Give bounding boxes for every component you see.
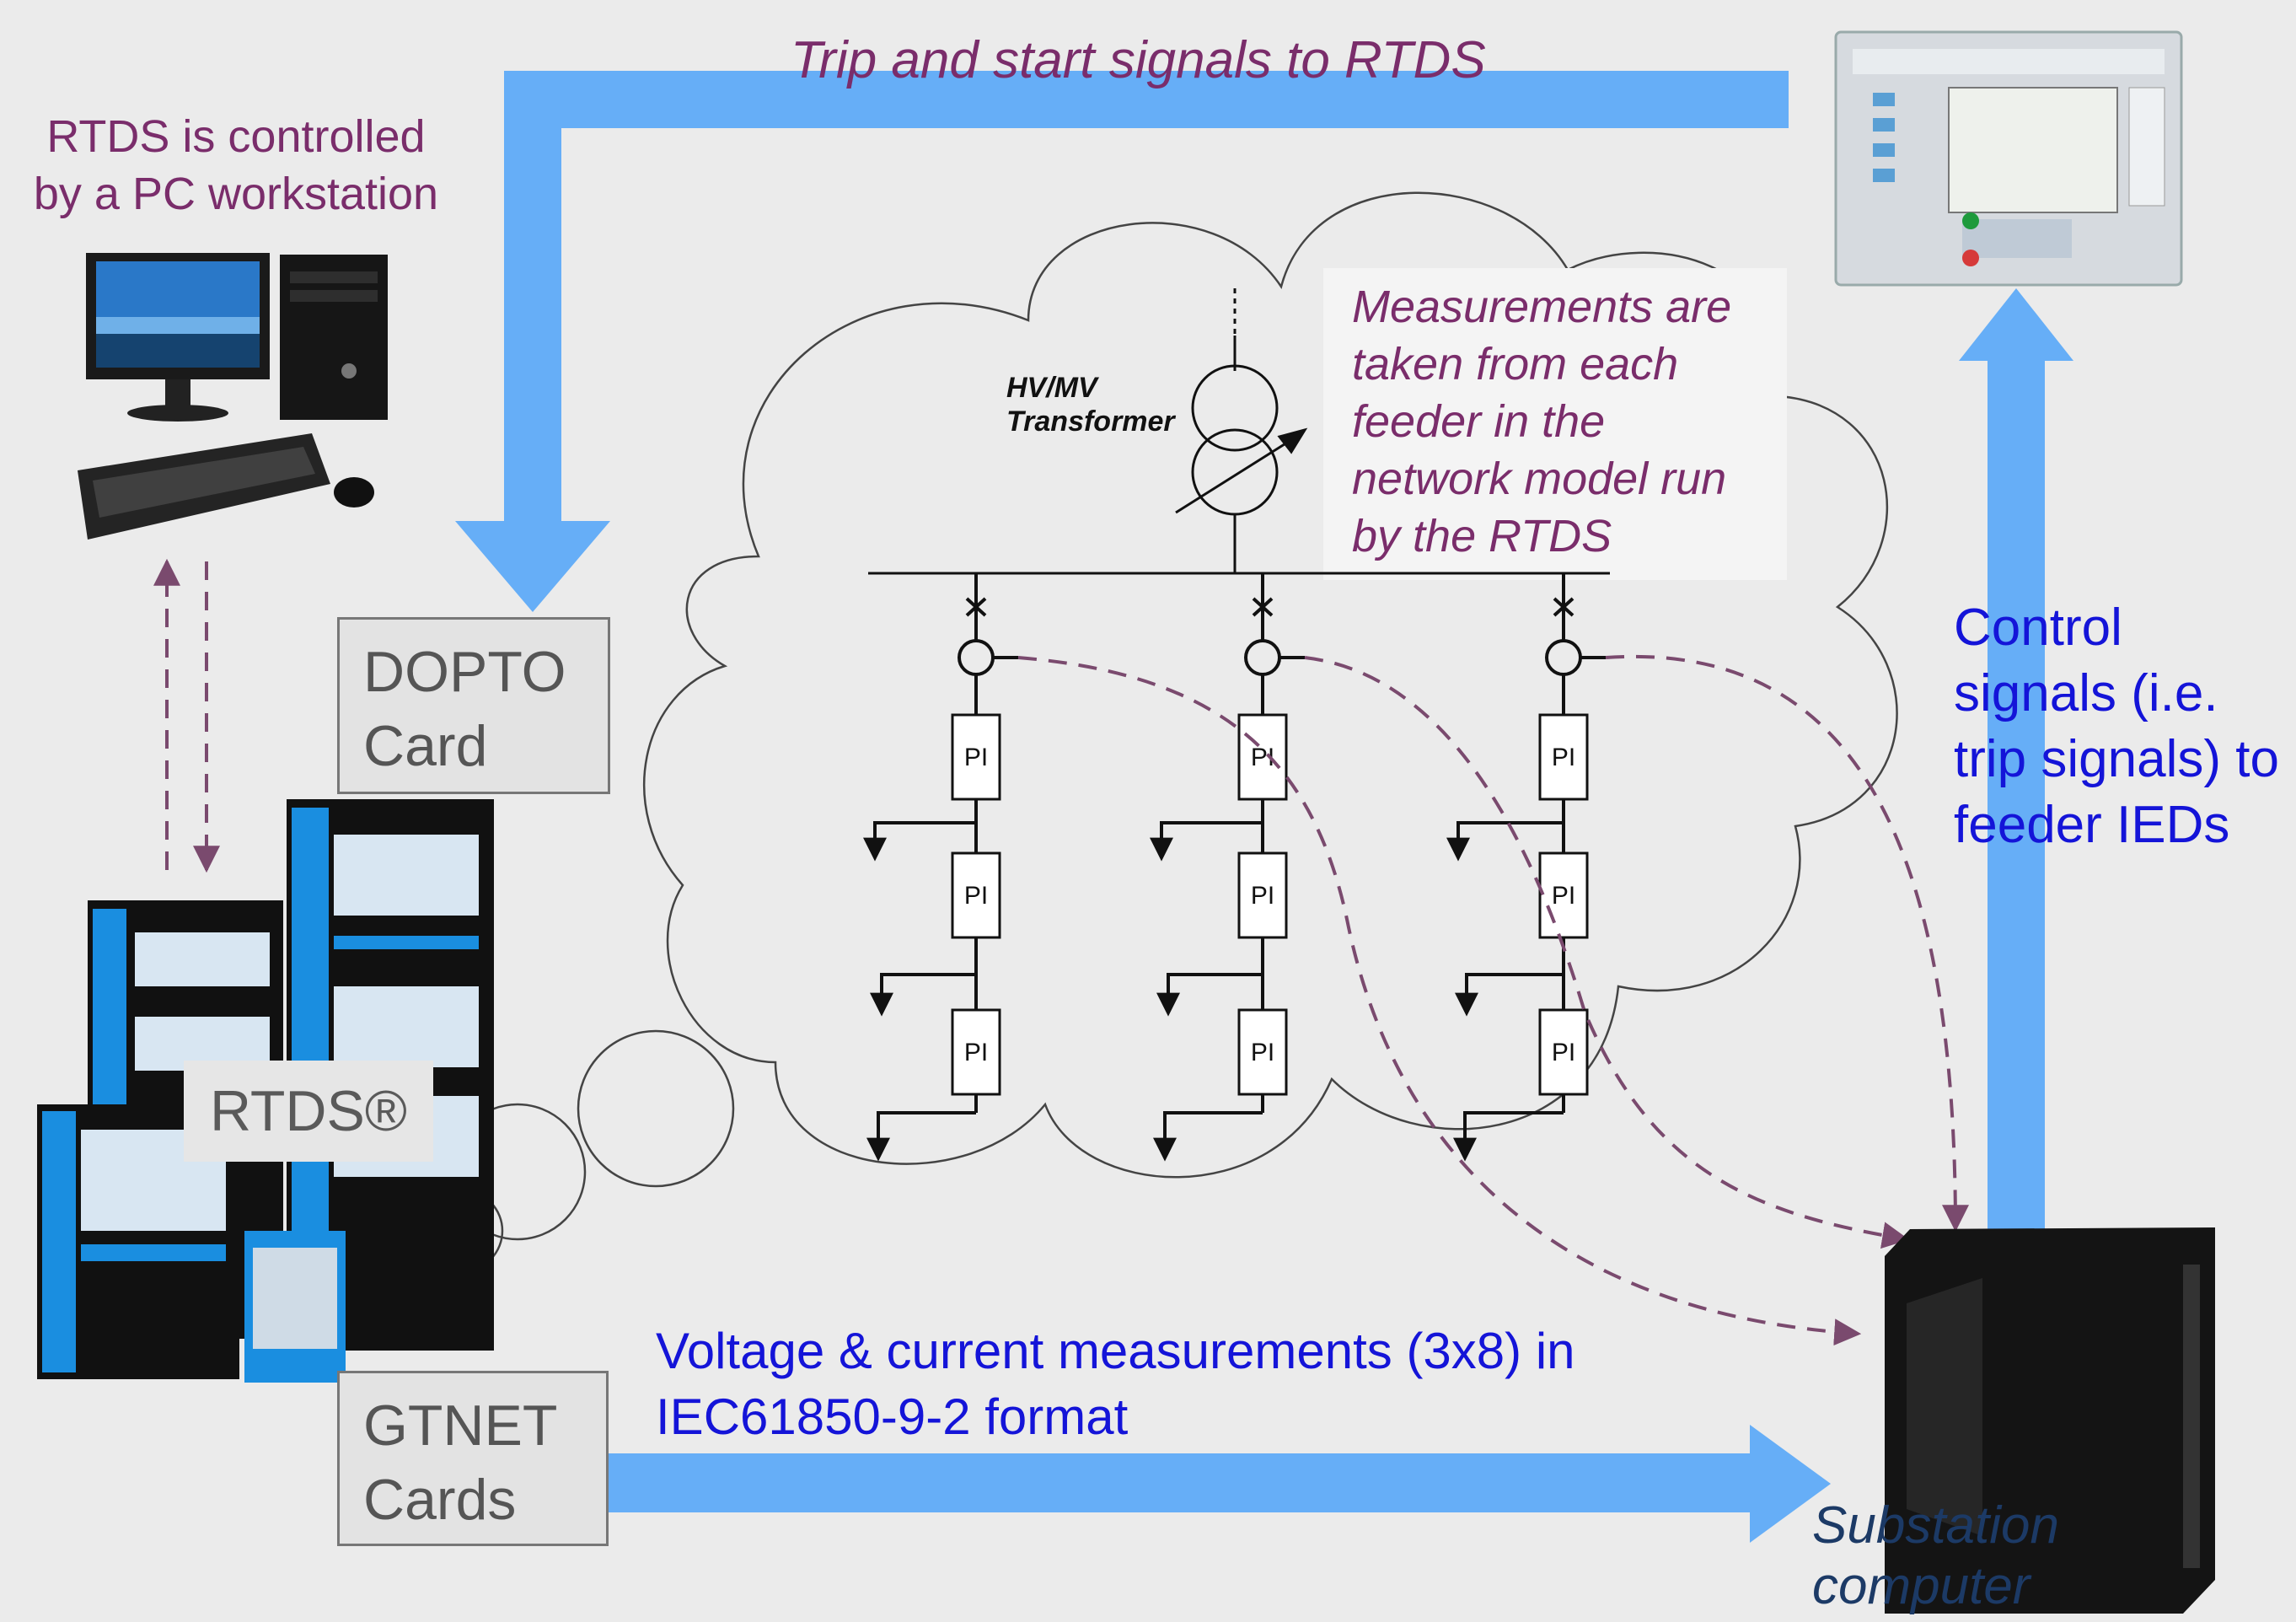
gtnet-cards-line: GTNET bbox=[363, 1394, 558, 1458]
trip-signal-arrow bbox=[455, 71, 1789, 612]
measurement-arrow bbox=[605, 1425, 1831, 1543]
voltage-current-line: Voltage & current measurements (3x8) in bbox=[656, 1323, 1575, 1379]
control-signals-label: Control signals (i.e. trip signals) to f… bbox=[1954, 595, 2279, 858]
transformer-label: HV/MV Transformer bbox=[1006, 371, 1175, 438]
pc-workstation-icon bbox=[78, 253, 388, 540]
control-signals-line: signals (i.e. bbox=[1954, 664, 2218, 722]
control-signal-arrow bbox=[1959, 288, 2073, 1239]
feeder-1 bbox=[863, 573, 1018, 1162]
pi-label: PI bbox=[1552, 1039, 1575, 1066]
pi-label: PI bbox=[964, 882, 988, 910]
transformer-label-line: Transformer bbox=[1006, 406, 1175, 438]
feeder-3 bbox=[1446, 573, 1606, 1162]
pi-label: PI bbox=[1251, 1039, 1274, 1066]
control-signals-line: Control bbox=[1954, 599, 2122, 657]
pi-label: PI bbox=[1552, 882, 1575, 910]
dopto-card-line: Card bbox=[363, 714, 488, 778]
substation-computer-line: computer bbox=[1812, 1557, 2030, 1615]
workstation-label: RTDS is controlled by a PC workstation bbox=[24, 108, 448, 223]
measurement-note-backdrop bbox=[1323, 268, 1787, 580]
transformer-label-line: HV/MV bbox=[1006, 372, 1097, 404]
substation-computer-line: Substation bbox=[1812, 1496, 2059, 1555]
substation-computer-icon bbox=[1885, 1227, 2215, 1614]
dopto-card-box: DOPTO Card bbox=[337, 617, 610, 794]
workstation-label-line: by a PC workstation bbox=[33, 169, 439, 219]
measurement-note-line: by the RTDS bbox=[1352, 511, 1612, 561]
control-signals-line: trip signals) to bbox=[1954, 730, 2279, 788]
measurement-note-line: Measurements are bbox=[1352, 282, 1732, 332]
measurement-note-line: network model run bbox=[1352, 454, 1727, 504]
substation-computer-label: Substation computer bbox=[1812, 1496, 2059, 1617]
transformer-icon bbox=[1175, 288, 1308, 573]
feeder-2 bbox=[1150, 573, 1305, 1162]
measurement-note-line: feeder in the bbox=[1352, 396, 1606, 447]
protection-ied-icon bbox=[1834, 30, 2183, 287]
trip-signals-label: Trip and start signals to RTDS bbox=[791, 31, 1486, 89]
gtnet-cards-box: GTNET Cards bbox=[337, 1371, 609, 1546]
pi-label: PI bbox=[964, 1039, 988, 1066]
measurement-paths bbox=[153, 558, 1969, 1346]
voltage-current-label: Voltage & current measurements (3x8) in … bbox=[656, 1319, 1575, 1450]
pi-label: PI bbox=[1552, 744, 1575, 771]
workstation-label-line: RTDS is controlled bbox=[46, 111, 426, 162]
voltage-current-line: IEC61850-9-2 format bbox=[656, 1388, 1129, 1445]
rtds-label: RTDS® bbox=[184, 1061, 433, 1162]
pi-label: PI bbox=[1251, 882, 1274, 910]
control-signals-line: feeder IEDs bbox=[1954, 796, 2230, 854]
gtnet-cards-line: Cards bbox=[363, 1468, 517, 1532]
pi-sections bbox=[951, 713, 1589, 1096]
measurement-note: Measurements are taken from each feeder … bbox=[1352, 278, 1731, 565]
pi-label: PI bbox=[964, 744, 988, 771]
measurement-note-line: taken from each bbox=[1352, 339, 1679, 389]
dopto-card-line: DOPTO bbox=[363, 640, 566, 704]
